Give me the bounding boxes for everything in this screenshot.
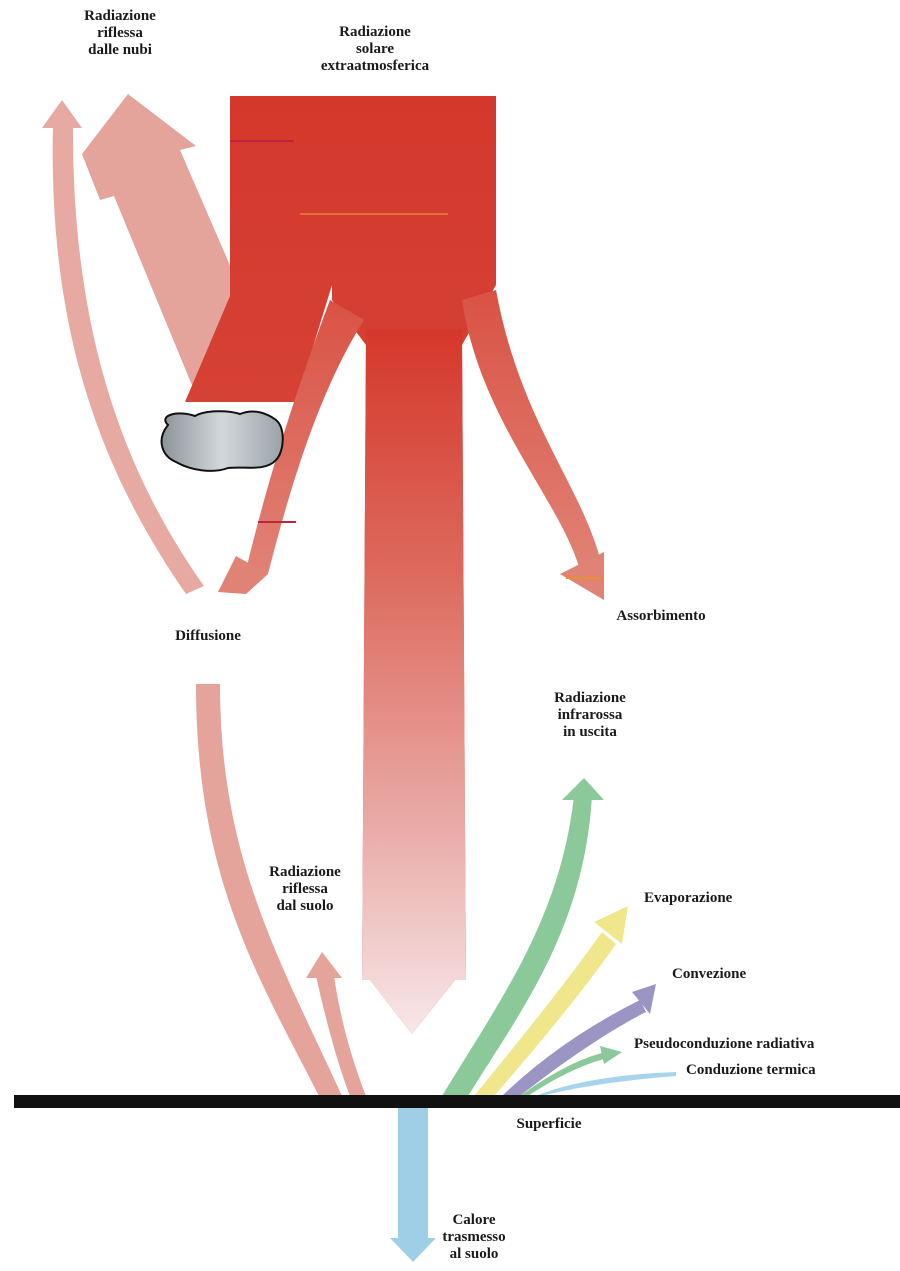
label-solar-extraatmospheric: Radiazione solare extraatmosferica <box>300 24 450 75</box>
label-reflected-clouds: Radiazione riflessa dalle nubi <box>60 8 180 59</box>
label-reflected-ground: Radiazione riflessa dal suolo <box>240 864 370 915</box>
label-diffusion: Diffusione <box>148 628 268 645</box>
label-evaporation: Evaporazione <box>644 890 732 907</box>
label-thermal-conduction: Conduzione termica <box>686 1062 816 1079</box>
label-ir-outgoing: Radiazione infrarossa in uscita <box>530 690 650 741</box>
label-heat-ground: Calore trasmesso al suolo <box>424 1212 524 1263</box>
cloud-icon <box>162 411 283 471</box>
label-absorption: Assorbimento <box>596 608 726 625</box>
label-convection: Convezione <box>672 966 746 983</box>
surface-line <box>14 1095 900 1108</box>
label-surface: Superficie <box>494 1116 604 1133</box>
label-pseudo-conduction: Pseudoconduzione radiativa <box>634 1036 814 1053</box>
absorption-branch-arrow <box>462 290 604 600</box>
